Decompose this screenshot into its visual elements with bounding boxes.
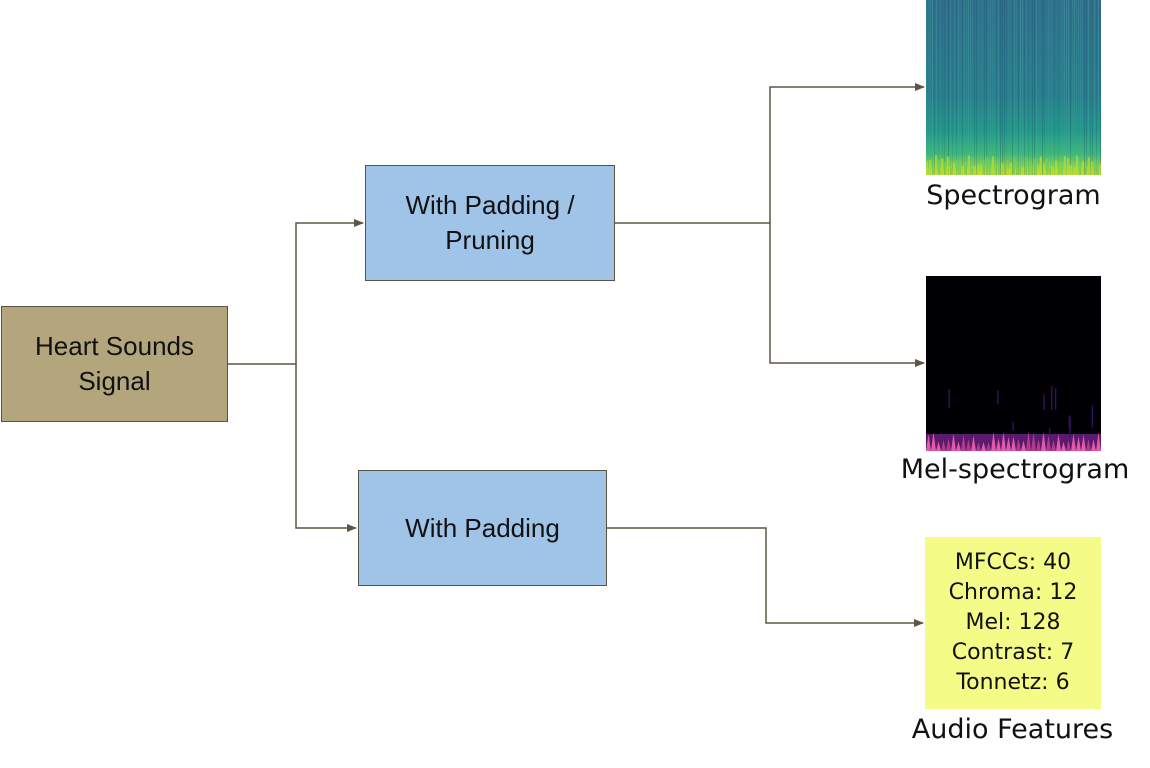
audio-features-caption: Audio Features	[911, 714, 1114, 745]
audio-features-box: MFCCs: 40 Chroma: 12 Mel: 128 Contrast: …	[925, 537, 1101, 709]
spectrogram-caption: Spectrogram	[926, 180, 1101, 211]
connector-signal-to-pad-prune	[228, 219, 364, 365]
pad-node-line-1: With Padding	[405, 512, 560, 543]
feature-item-contrast: Contrast: 7	[951, 640, 1075, 665]
signal-node-line-1: Heart Sounds	[35, 331, 194, 361]
feature-item-mfcc: MFCCs: 40	[954, 550, 1072, 575]
padding-pruning-node: With Padding / Pruning	[365, 165, 615, 281]
connector-pad-prune-to-spectrogram	[615, 83, 925, 224]
feature-item-chroma: Chroma: 12	[948, 580, 1078, 605]
feature-item-mel: Mel: 128	[965, 610, 1061, 635]
mel-spectrogram-caption: Mel-spectrogram	[900, 454, 1130, 485]
spectrogram-image	[926, 0, 1101, 175]
padding-node: With Padding	[358, 470, 607, 586]
connector-pad-to-features	[607, 527, 924, 627]
connector-signal-to-pad	[295, 364, 357, 532]
connector-pad-prune-to-melspectrogram	[769, 223, 925, 367]
pad-prune-node-line-2: Pruning	[445, 225, 535, 255]
mel-spectrogram-image	[926, 276, 1101, 451]
feature-item-tonnetz: Tonnetz: 6	[956, 670, 1070, 695]
signal-node-line-2: Signal	[78, 366, 151, 396]
heart-sounds-signal-node: Heart Sounds Signal	[1, 306, 228, 422]
pad-prune-node-line-1: With Padding /	[405, 190, 575, 220]
